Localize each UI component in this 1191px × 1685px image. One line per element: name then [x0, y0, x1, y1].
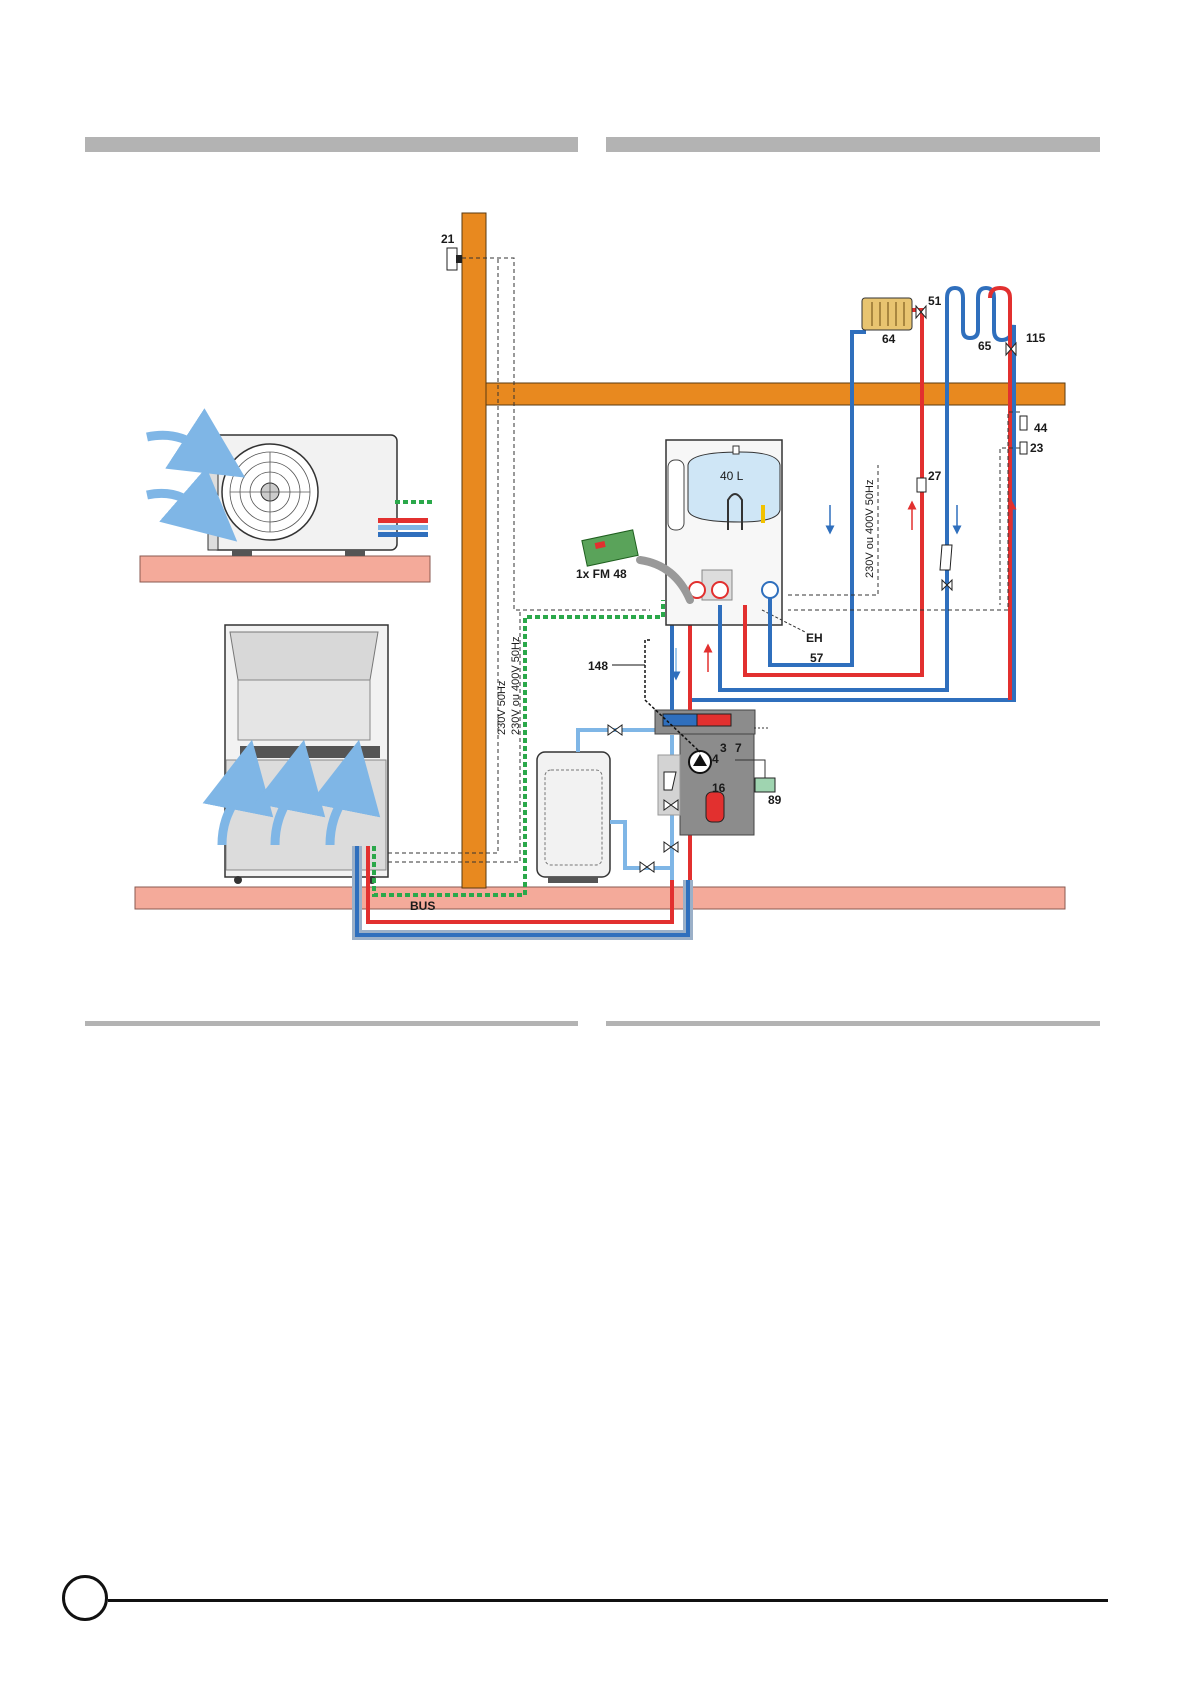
label-7: 7: [735, 741, 742, 755]
label-21: 21: [441, 232, 455, 246]
tank-volume-label: 40 L: [720, 469, 744, 483]
controller-board-icon: [582, 530, 638, 566]
ground-strip-outdoor: [140, 556, 430, 582]
filter-icon: [940, 545, 952, 570]
room-thermostat-21: [447, 248, 457, 270]
airflow-arrow-icon: [147, 493, 210, 518]
label-23: 23: [1030, 441, 1044, 455]
valve-27: [917, 478, 926, 492]
pump-icon: [762, 582, 778, 598]
ceiling-beam-horizontal: [486, 383, 1065, 405]
indoor-wall-module: 40 L: [666, 440, 782, 625]
radiator-64: [862, 298, 912, 330]
sensor-23: [1020, 442, 1027, 454]
label-57: 57: [810, 651, 824, 665]
label-89: 89: [768, 793, 782, 807]
label-eh: EH: [806, 631, 823, 645]
indoor-heat-pump-unit: [225, 625, 388, 884]
label-51: 51: [928, 294, 942, 308]
drain-funnel-89: [755, 778, 775, 792]
power-label-2: 230V ou 400V 50Hz: [510, 637, 522, 735]
valve-icon: [608, 725, 622, 735]
label-44: 44: [1034, 421, 1048, 435]
controller-module-label: 1x FM 48: [576, 567, 627, 581]
label-16: 16: [712, 781, 726, 795]
power-label-3: 230V ou 400V 50Hz: [864, 480, 876, 578]
pump-icon: [712, 582, 728, 598]
label-115: 115: [1026, 331, 1046, 345]
expansion-vessel-icon: [706, 792, 724, 822]
page-number-circle: [62, 1575, 108, 1621]
valve-icon: [640, 862, 654, 872]
label-65: 65: [978, 339, 992, 353]
label-4: 4: [712, 752, 719, 766]
label-148: 148: [588, 659, 608, 673]
power-label-1: 230V 50Hz: [496, 681, 508, 735]
bus-label: BUS: [410, 899, 435, 913]
label-3: 3: [720, 741, 727, 755]
ground-floor: [135, 887, 1065, 909]
label-27: 27: [928, 469, 942, 483]
airflow-arrow-icon: [147, 435, 215, 458]
footer-rule: [108, 1599, 1108, 1602]
label-64: 64: [882, 332, 896, 346]
wall-beam-vertical: [462, 213, 486, 888]
sensor-44: [1020, 416, 1027, 430]
outdoor-unit: [208, 435, 435, 556]
